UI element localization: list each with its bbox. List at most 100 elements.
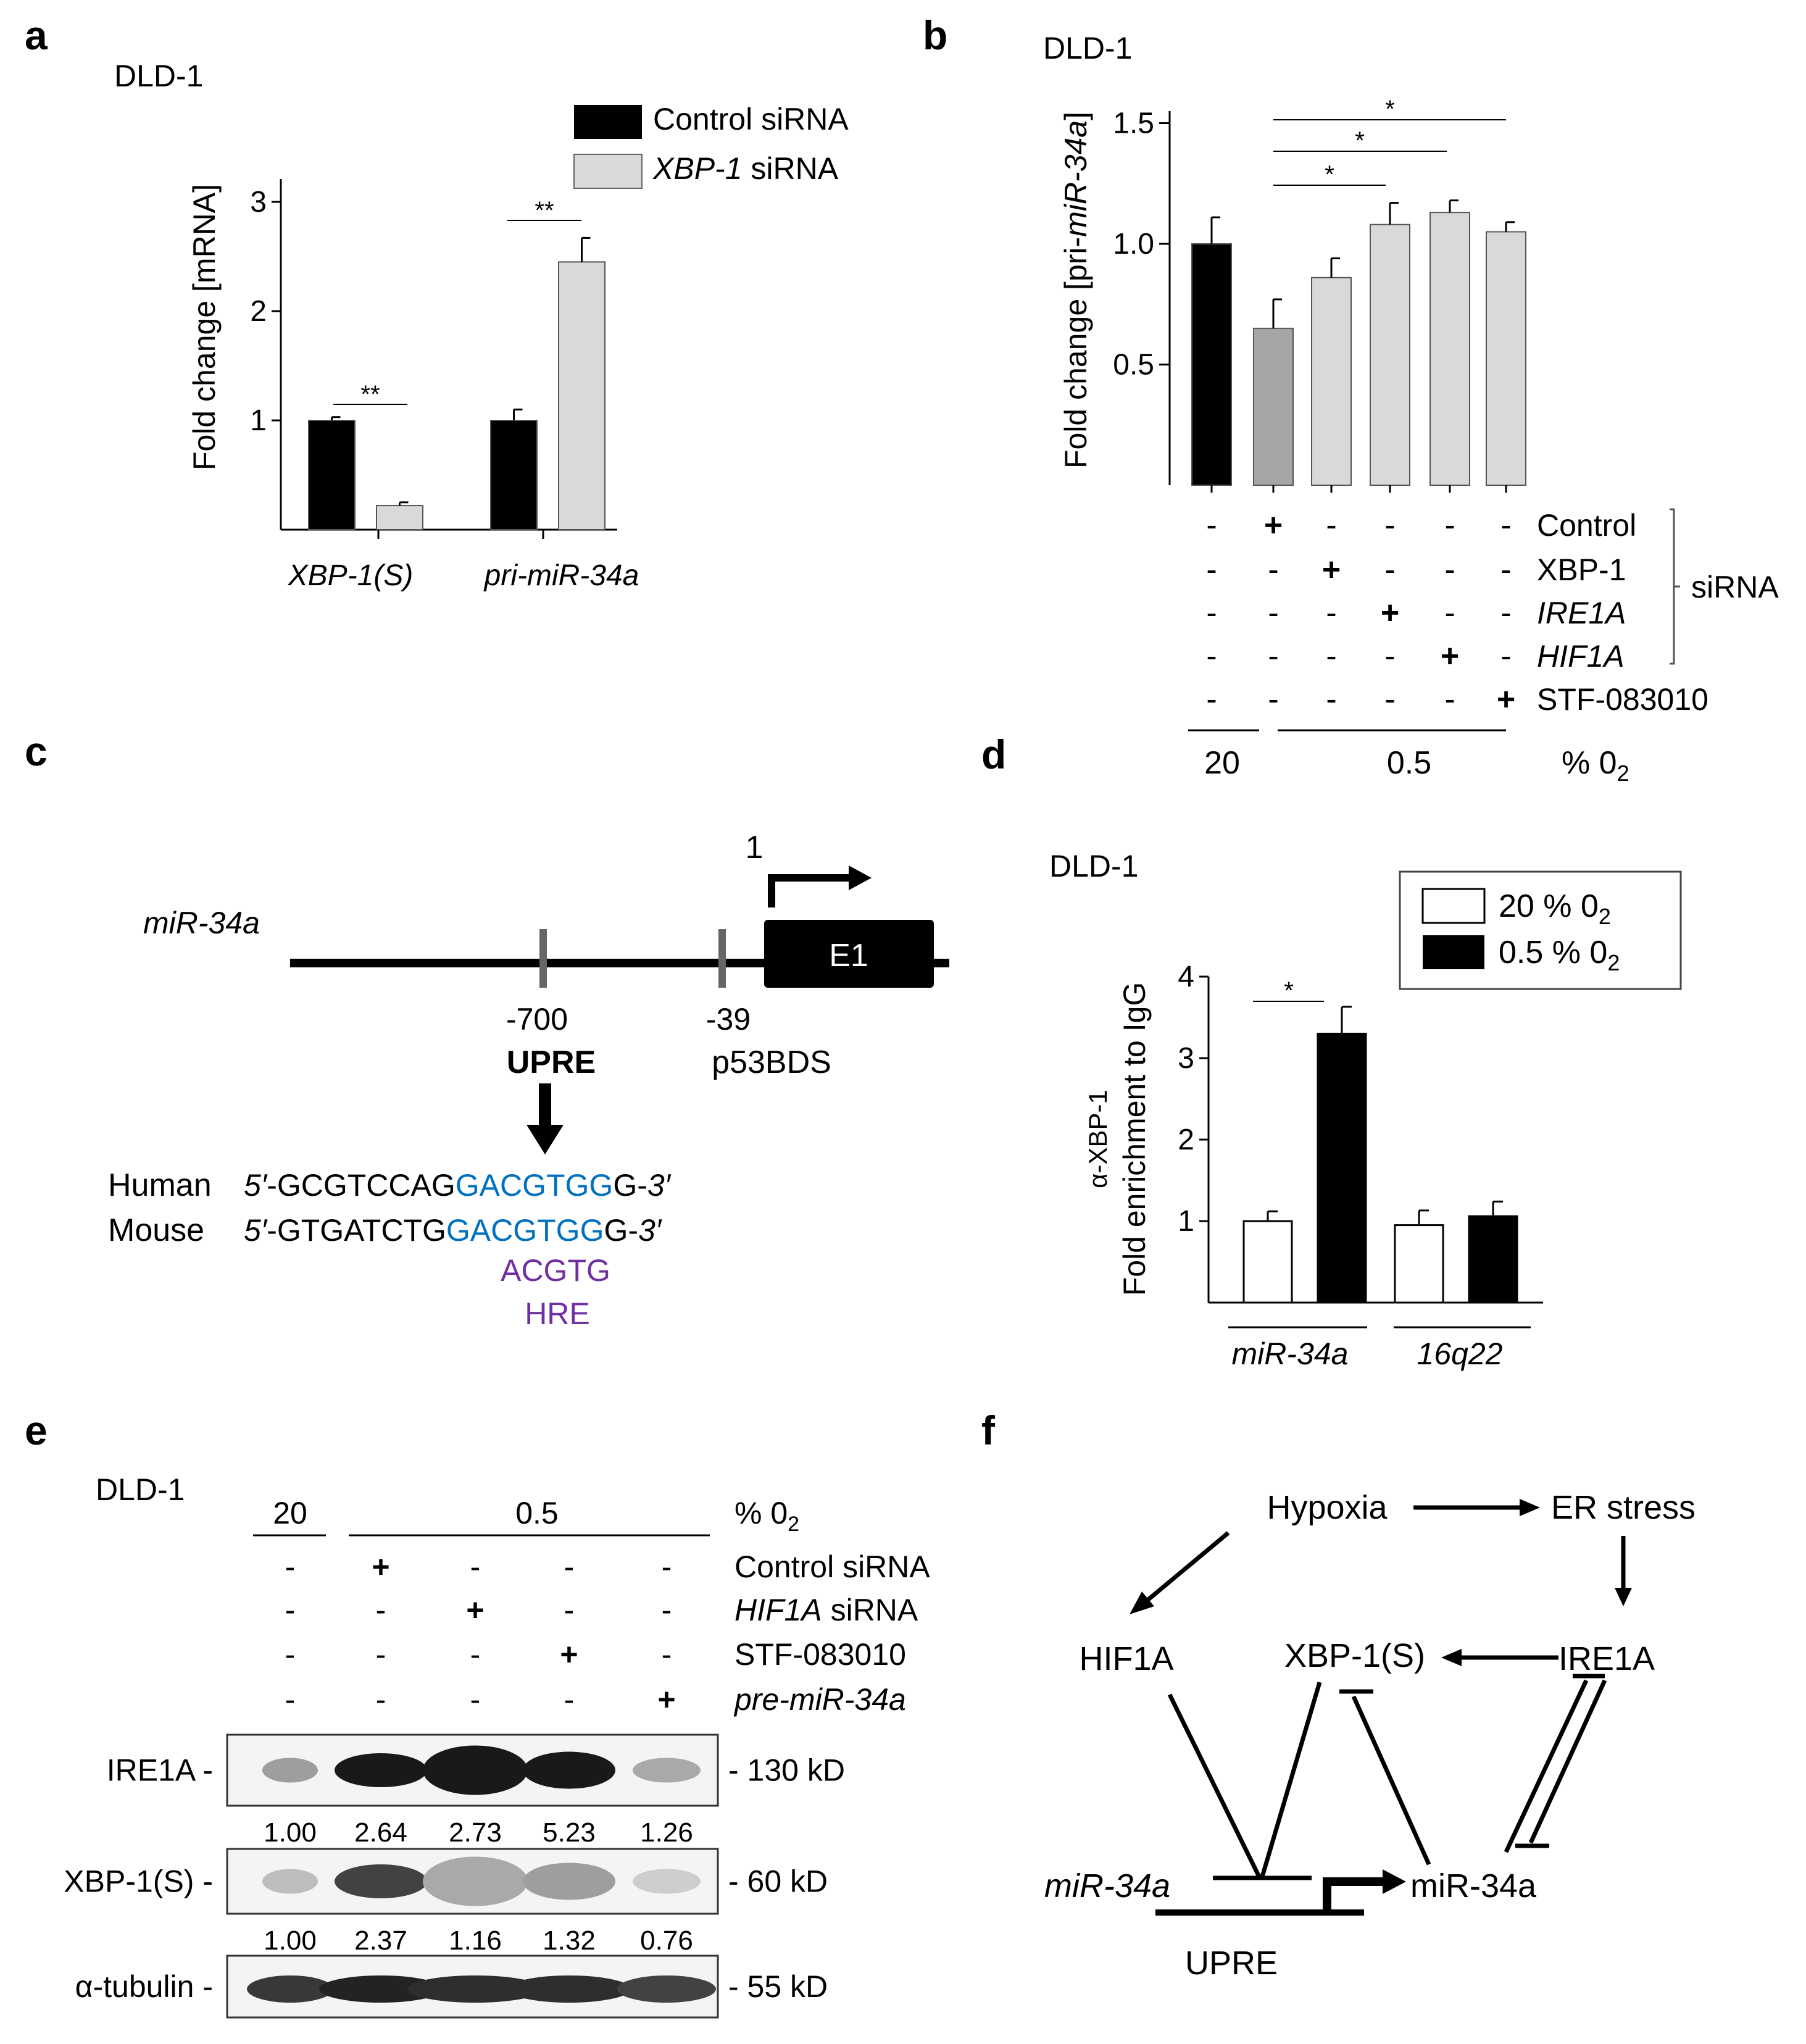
treatment-sign: -: [662, 1550, 672, 1584]
blot-band: [423, 1856, 528, 1906]
y-tick-label: 0.5: [1113, 349, 1154, 382]
legend-label-xbp1: XBP-1 siRNA: [652, 151, 839, 186]
panel-letter-e: e: [25, 1408, 48, 1453]
densitometry-value: 5.23: [543, 1817, 596, 1848]
hif1a-node: HIF1A: [1079, 1640, 1173, 1677]
blot-band: [407, 1975, 543, 2003]
treatment-sign: -: [1268, 682, 1278, 717]
densitometry-value: 0.76: [640, 1925, 693, 1956]
blot-band: [523, 1863, 615, 1900]
y-tick-label: 1.5: [1113, 107, 1154, 140]
treatment-label: STF-083010: [1537, 682, 1708, 717]
treatment-sign: -: [1444, 552, 1455, 588]
mouse-label: Mouse: [108, 1212, 204, 1248]
legend-swatch-05: [1423, 935, 1484, 969]
treatment-sign: +: [560, 1637, 578, 1672]
treatment-sign: +: [1381, 595, 1399, 631]
arrow-hypoxia-hif1a: [1145, 1531, 1230, 1603]
legend-swatch-control: [574, 105, 642, 139]
o2-20-label: 20: [1204, 745, 1240, 781]
arrowhead: [1615, 1588, 1632, 1606]
y-axis-label-line1: α-XBP-1: [1083, 1090, 1112, 1188]
treatment-sign: -: [1326, 638, 1336, 674]
panel-e: e DLD-1 20 0.5 % 02 -+---Control siRNA--…: [25, 1408, 930, 2019]
tss-arrow: [768, 874, 852, 907]
bar-2: [1311, 277, 1352, 486]
significance-star: *: [1325, 161, 1334, 188]
xbp1s-to-upre: [1260, 1682, 1322, 1877]
treatment-sign: -: [1206, 552, 1217, 588]
mir34a-to-xbp1s: [1351, 1695, 1431, 1866]
exon-box: [764, 920, 934, 988]
treatment-sign: -: [285, 1637, 296, 1672]
y-tick-label: 2: [250, 295, 267, 328]
legend-swatch-xbp1: [573, 154, 643, 189]
treatment-sign: -: [1500, 595, 1511, 631]
treatment-sign: +: [1264, 507, 1283, 543]
arrowhead: [1441, 1649, 1462, 1666]
panel-a: a DLD-1 Control siRNA XBP-1 siRNA Fold c…: [25, 12, 849, 592]
y-tick-label: 4: [1178, 961, 1194, 993]
cell-line-label: DLD-1: [114, 59, 203, 93]
treatment-sign: -: [470, 1550, 481, 1584]
treatment-sign: -: [564, 1593, 575, 1627]
bar-1: [1253, 327, 1294, 486]
y-tick-label: 2: [1178, 1124, 1194, 1156]
blot-size: - 130 kD: [728, 1753, 845, 1788]
treatment-sign: -: [1268, 595, 1278, 631]
treatment-sign: -: [1500, 552, 1511, 588]
panel-letter-b: b: [923, 12, 947, 58]
y-axis-label: Fold change [pri-miR-34a]: [1059, 112, 1093, 469]
o2-05-label: 0.5: [515, 1496, 559, 1530]
significance-star: *: [1385, 96, 1395, 123]
treatment-sign: -: [1444, 507, 1455, 543]
x-tick-label-mir34a: miR-34a: [1232, 1337, 1349, 1371]
treatment-sign: -: [1326, 595, 1336, 631]
hypoxia-node: Hypoxia: [1267, 1489, 1388, 1526]
blot-size: - 60 kD: [728, 1864, 828, 1899]
treatment-sign: -: [1326, 507, 1336, 543]
bar-3: [1370, 223, 1410, 486]
ire1a-to-mir34a: [1528, 1679, 1607, 1844]
treatment-sign: -: [1444, 595, 1455, 631]
densitometry-value: 1.32: [543, 1925, 596, 1956]
treatment-sign: -: [1384, 507, 1395, 543]
y-tick-label: 1.0: [1113, 228, 1154, 261]
panel-c: c 1 miR-34a E1 -700 UPRE -39 p53BDS Huma…: [25, 728, 949, 1331]
bar-4: [1429, 212, 1470, 486]
panel-letter-d: d: [981, 732, 1006, 777]
treatment-sign: +: [1441, 638, 1459, 674]
panel-letter-f: f: [981, 1408, 996, 1453]
treatment-sign: -: [470, 1637, 481, 1672]
blot-band: [423, 1745, 528, 1795]
x-tick-label-16q22: 16q22: [1417, 1337, 1502, 1371]
mouse-sequence: 5′-GTGATCTGGACGTGGG-3′: [244, 1213, 662, 1248]
panel-f: f Hypoxia ER stress HIF1A XBP-1(S) IRE1A…: [981, 1408, 1696, 1982]
treatment-label: STF-083010: [734, 1637, 906, 1672]
blot-label: α-tubulin -: [75, 1969, 213, 2004]
blot-band: [507, 1975, 631, 2003]
treatment-sign: -: [662, 1637, 672, 1672]
x-tick-label-pri-mir34a: pri-miR-34a: [483, 559, 639, 592]
densitometry-value: 2.73: [449, 1817, 502, 1848]
legend-swatch-20: [1421, 888, 1486, 924]
gene-label: miR-34a: [143, 906, 260, 940]
densitometry-value: 1.26: [640, 1817, 693, 1848]
blot-band: [523, 1751, 615, 1789]
legend-label-control: Control siRNA: [653, 102, 849, 136]
y-tick-label: 1: [1178, 1205, 1194, 1238]
bar-0: [1191, 243, 1232, 486]
o2-percent-label: % 02: [734, 1496, 799, 1536]
tss-label: 1: [746, 830, 764, 866]
exon-label: E1: [829, 938, 868, 974]
blot-label: XBP-1(S) -: [64, 1864, 213, 1899]
treatment-sign: -: [285, 1550, 296, 1584]
treatment-sign: -: [470, 1682, 481, 1717]
densitometry-value: 1.00: [264, 1925, 317, 1956]
promoter-arrowhead: [1383, 1869, 1406, 1894]
y-tick-label: 3: [1178, 1042, 1194, 1075]
bar-20pct-0: [1242, 1220, 1293, 1304]
promoter-arrow: [1323, 1877, 1386, 1911]
bar-05pct-1: [1468, 1215, 1518, 1304]
